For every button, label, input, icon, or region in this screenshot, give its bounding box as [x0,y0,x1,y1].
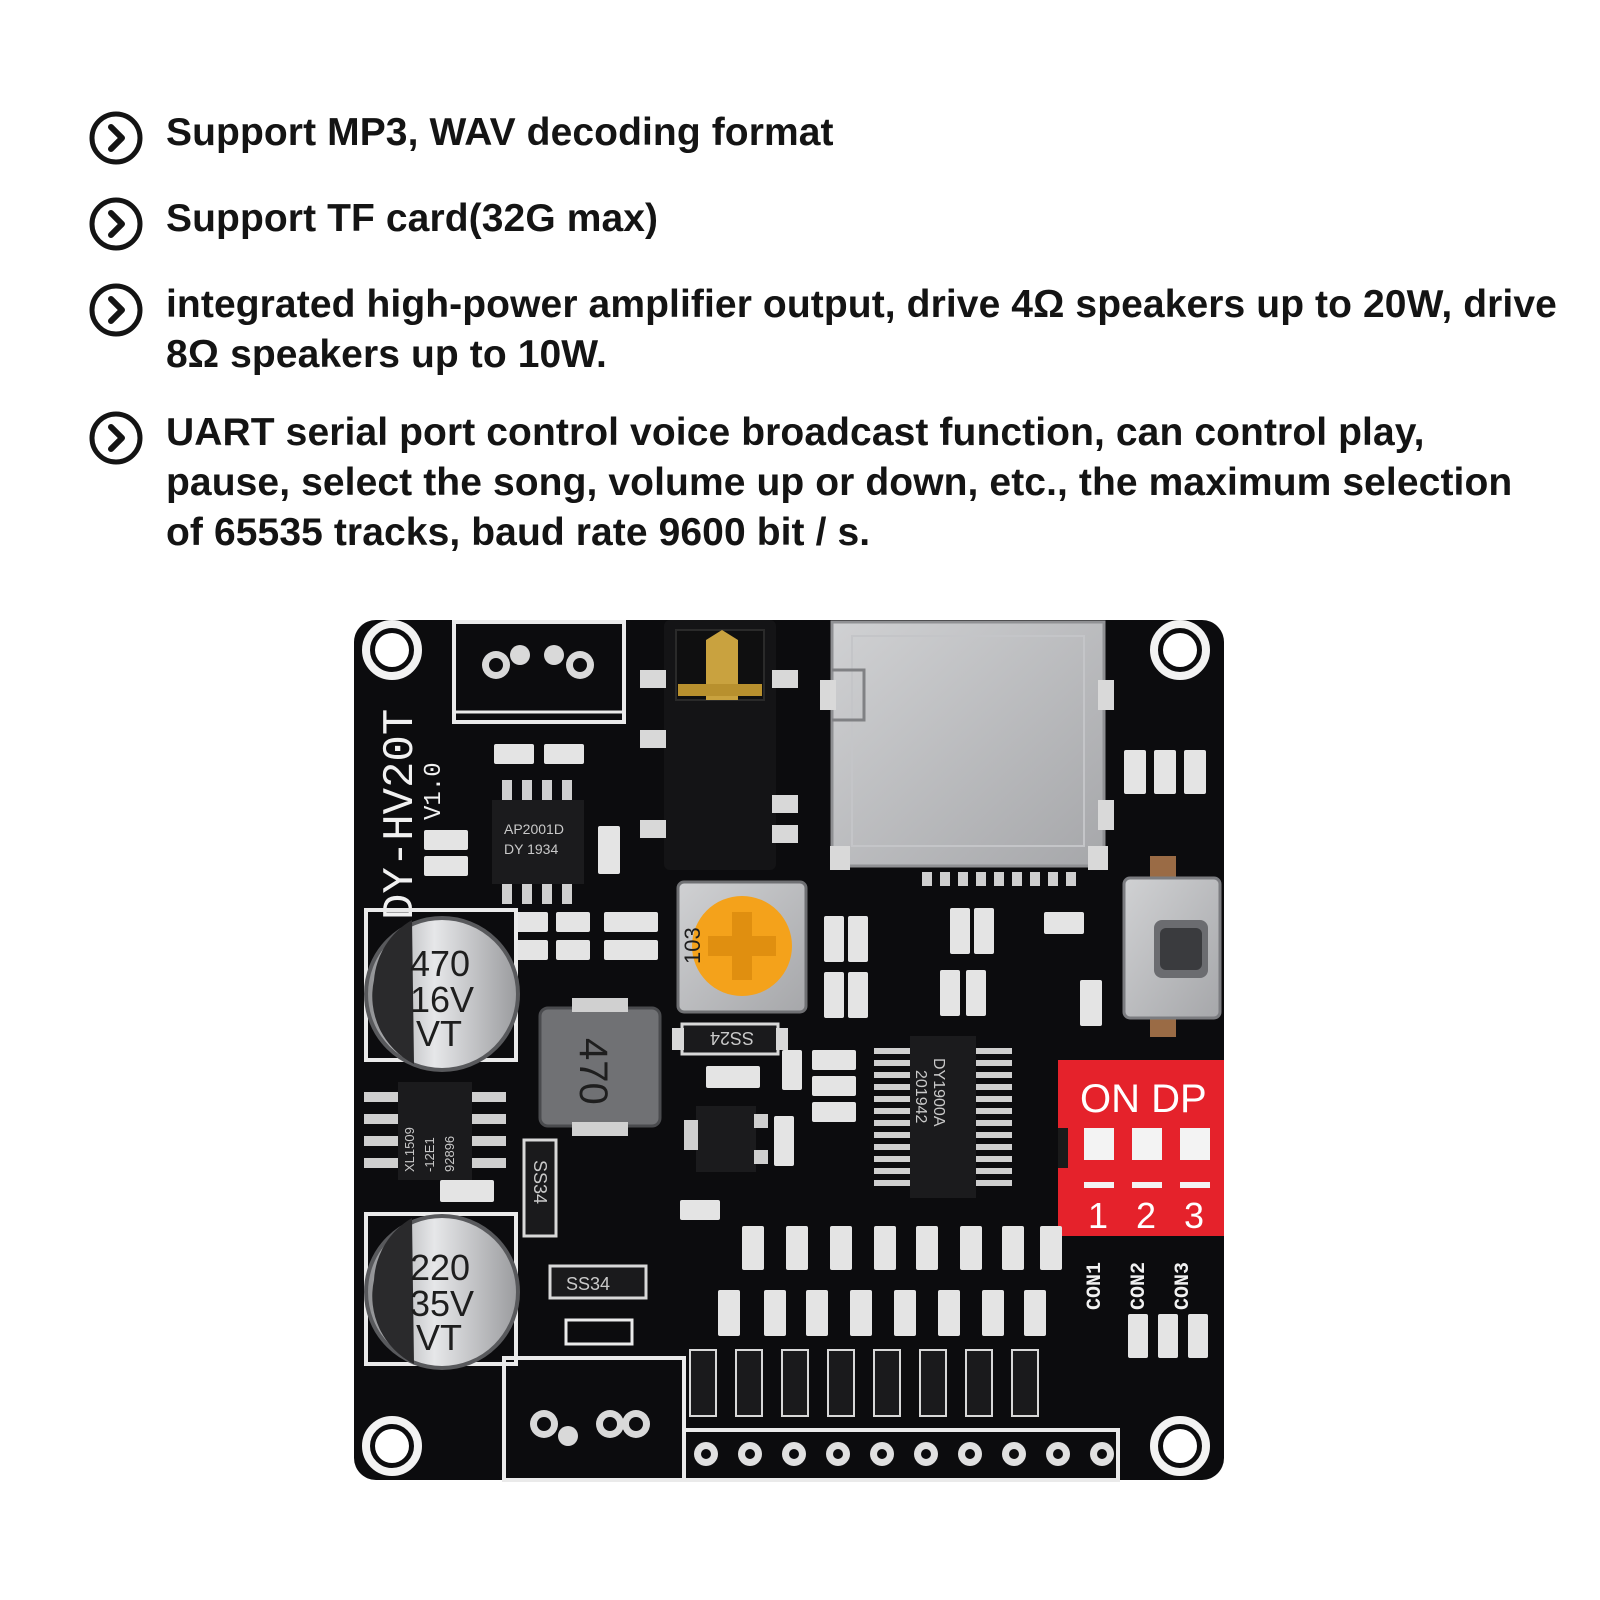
cap2-brand: VT [416,1317,462,1358]
feature-text: integrated high-power amplifier output, … [166,283,1557,376]
board-model-silkscreen: DY-HV20T V1.0 [376,709,448,920]
diode-row [689,1349,1039,1417]
cap1-brand: VT [416,1013,462,1054]
audio-jack [640,620,798,870]
chevron-right-circle-icon [89,197,143,251]
regulator-label-3: 92896 [442,1136,457,1172]
speaker-terminal-bottom [502,1356,686,1482]
feature-text: UART serial port control voice broadcast… [166,411,1513,554]
feature-text: Support TF card(32G max) [166,197,659,240]
capacitor-220: 220 35V VT [364,1212,520,1370]
inductor: 470 [538,998,662,1136]
mounting-holes [362,620,1210,1476]
resistor-row-lower [718,1290,1208,1358]
chevron-right-circle-icon [89,111,143,165]
amp-chip: AP2001D DY 1934 [492,780,584,904]
amp-chip-label-2: DY 1934 [504,841,558,857]
resistor-row-upper [742,1226,1062,1270]
diode2-label: SS34 [530,1160,550,1204]
diode-ss34-vertical: SS34 [522,1138,558,1238]
transistor [684,1106,768,1172]
chevron-right-circle-icon [89,283,143,337]
tf-card-pins [922,872,1076,886]
tf-card-slot [820,620,1114,870]
cap2-value: 220 [410,1247,470,1288]
feature-item: integrated high-power amplifier output, … [88,280,1558,380]
dip-switch-number-1: 1 [1088,1195,1108,1236]
diode-ss24: SS24 [672,1022,788,1056]
amp-chip-label-1: AP2001D [504,821,564,837]
con1-label: CON1 [1084,1262,1107,1310]
pcb-board-image: DY-HV20T V1.0 AP2001D DY 1934 [354,620,1244,1510]
pcb-board-illustration: DY-HV20T V1.0 AP2001D DY 1934 [354,620,1224,1482]
feature-item: UART serial port control voice broadcast… [88,408,1558,558]
connector-labels: CON1 CON2 CON3 [1084,1262,1195,1310]
trimmer-potentiometer: 103 [676,880,808,1014]
con2-label: CON2 [1128,1262,1151,1310]
board-version: V1.0 [421,762,448,820]
feature-text: Support MP3, WAV decoding format [166,111,834,154]
inductor-label: 470 [571,1038,615,1105]
feature-item: Support MP3, WAV decoding format [88,108,1558,166]
decoder-label-1: DY1900A [930,1058,947,1127]
micro-usb-port [1122,856,1222,1037]
decoder-chip: DY1900A 201942 [874,1036,1012,1198]
feature-list: Support MP3, WAV decoding format Support… [88,108,1558,586]
dip-switch-number-3: 3 [1184,1195,1204,1236]
diode3-label: SS34 [566,1274,610,1294]
feature-item: Support TF card(32G max) [88,194,1558,252]
dip-switch-number-2: 2 [1136,1195,1156,1236]
speaker-terminal-top [452,620,626,724]
chevron-right-circle-icon [89,411,143,465]
cap1-voltage: 16V [410,979,474,1020]
header-pins [682,1428,1120,1482]
dip-switch-label: ON DP [1080,1077,1207,1121]
regulator-label-2: -12E1 [422,1137,437,1172]
diode1-label: SS24 [710,1028,754,1048]
dip-switch: ON DP 1 2 3 [1058,1060,1224,1236]
diode-ss34-horizontal: SS34 [548,1264,648,1346]
decoder-label-2: 201942 [912,1070,929,1123]
capacitor-470: 470 16V VT [364,908,520,1072]
regulator-chip: XL1509 -12E1 92896 [364,1082,506,1180]
con3-label: CON3 [1172,1262,1195,1310]
regulator-label-1: XL1509 [402,1127,417,1172]
board-model: DY-HV20T [376,709,426,920]
cap1-value: 470 [410,943,470,984]
cap2-voltage: 35V [410,1283,474,1324]
trimmer-label: 103 [680,927,705,964]
smd-components [424,744,1206,1220]
